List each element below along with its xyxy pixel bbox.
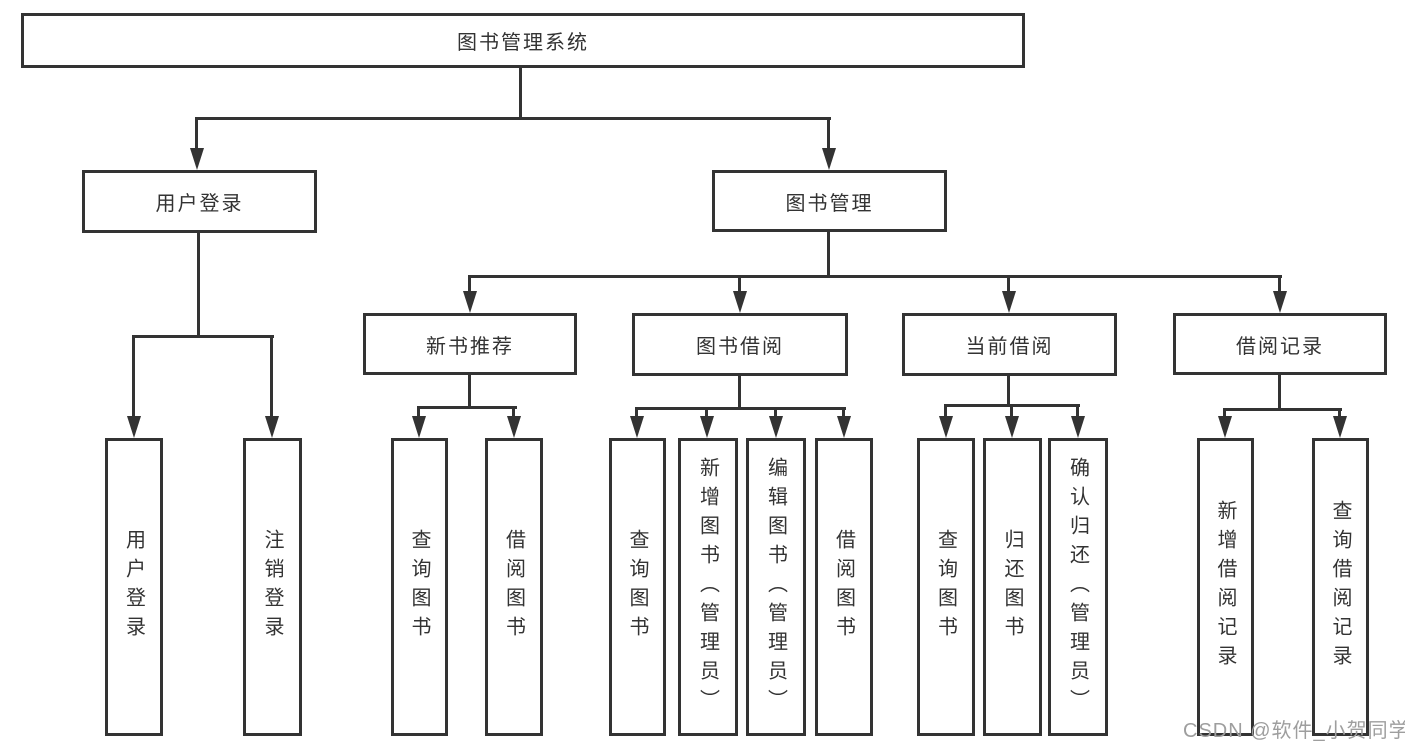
leaf-add-borrow-record: 新增借阅记录	[1197, 438, 1254, 736]
connector-line	[270, 335, 273, 418]
watermark: CSDN @软件_小贺同学	[1183, 720, 1405, 742]
connector-line	[197, 233, 200, 338]
node-borrow-records: 借阅记录	[1173, 313, 1387, 375]
connector-line	[738, 376, 741, 410]
connector-line	[635, 407, 638, 418]
connector-line	[519, 68, 522, 120]
connector-line	[705, 407, 708, 418]
connector-line	[468, 275, 1282, 278]
arrowhead-icon	[412, 416, 426, 438]
arrowhead-icon	[700, 416, 714, 438]
connector-line	[842, 407, 845, 418]
connector-line	[1278, 275, 1281, 295]
connector-line	[1076, 404, 1079, 418]
leaf-borrow-books-recommend: 借阅图书	[485, 438, 543, 736]
arrowhead-icon	[1333, 416, 1347, 438]
leaf-query-books-borrow: 查询图书	[609, 438, 666, 736]
arrowhead-icon	[1273, 291, 1287, 313]
connector-line	[827, 117, 830, 151]
connector-line	[417, 406, 420, 418]
arrowhead-icon	[733, 291, 747, 313]
leaf-add-books-admin: 新增图书（管理员）	[678, 438, 738, 736]
leaf-user-login: 用户登录	[105, 438, 163, 736]
connector-line	[1223, 408, 1226, 418]
arrowhead-icon	[265, 416, 279, 438]
leaf-edit-books-admin: 编辑图书（管理员）	[746, 438, 806, 736]
arrowhead-icon	[1071, 416, 1085, 438]
leaf-return-books: 归还图书	[983, 438, 1042, 736]
node-new-book-recommend: 新书推荐	[363, 313, 577, 375]
arrowhead-icon	[190, 148, 204, 170]
connector-line	[1338, 408, 1341, 418]
leaf-confirm-return-admin: 确认归还（管理员）	[1048, 438, 1108, 736]
arrowhead-icon	[837, 416, 851, 438]
arrowhead-icon	[822, 148, 836, 170]
leaf-query-books-recommend: 查询图书	[391, 438, 448, 736]
leaf-query-borrow-record: 查询借阅记录	[1312, 438, 1369, 736]
arrowhead-icon	[507, 416, 521, 438]
leaf-borrow-books: 借阅图书	[815, 438, 873, 736]
arrowhead-icon	[127, 416, 141, 438]
connector-line	[827, 232, 830, 278]
connector-line	[774, 407, 777, 418]
connector-line	[195, 117, 198, 151]
connector-line	[635, 407, 846, 410]
arrowhead-icon	[1218, 416, 1232, 438]
connector-line	[738, 275, 741, 295]
node-root: 图书管理系统	[21, 13, 1025, 68]
connector-line	[468, 275, 471, 295]
connector-line	[1010, 404, 1013, 418]
connector-line	[1278, 375, 1281, 411]
connector-line	[132, 335, 135, 418]
connector-line	[417, 406, 517, 409]
arrowhead-icon	[630, 416, 644, 438]
node-book-borrow: 图书借阅	[632, 313, 848, 376]
connector-line	[132, 335, 274, 338]
arrowhead-icon	[1005, 416, 1019, 438]
leaf-query-books-current: 查询图书	[917, 438, 975, 736]
leaf-logout: 注销登录	[243, 438, 302, 736]
arrowhead-icon	[769, 416, 783, 438]
connector-line	[512, 406, 515, 418]
node-book-management: 图书管理	[712, 170, 947, 232]
connector-line	[944, 404, 947, 418]
connector-line	[1223, 408, 1342, 411]
node-user-login: 用户登录	[82, 170, 317, 233]
connector-line	[468, 375, 471, 409]
arrowhead-icon	[463, 291, 477, 313]
arrowhead-icon	[939, 416, 953, 438]
connector-line	[196, 117, 831, 120]
arrowhead-icon	[1002, 291, 1016, 313]
node-current-borrow: 当前借阅	[902, 313, 1117, 376]
connector-line	[1007, 275, 1010, 295]
connector-line	[1007, 376, 1010, 407]
